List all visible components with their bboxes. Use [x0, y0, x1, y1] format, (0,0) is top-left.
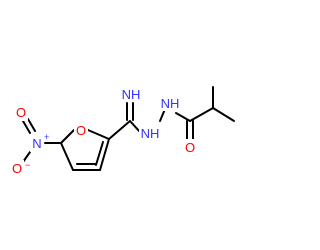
chemical-structure: NH NH NH O N + O O − O	[10, 86, 235, 176]
label-backdrop	[183, 139, 197, 155]
atom-furan-o: O	[76, 123, 86, 138]
bond-c4-c5	[60, 142, 74, 171]
bond-amidine-c-hydrazide-nh	[129, 120, 141, 133]
atom-nitro-n: N	[32, 136, 41, 151]
bond-c2-amidine-c	[108, 120, 131, 140]
bond-nh-carbonyl-c	[175, 112, 191, 122]
bond-nitro-n-o-double-b	[27, 118, 36, 132]
bond-c5-o1	[60, 129, 75, 144]
bond-nitro-n-o-single	[22, 151, 31, 163]
bond-o1-c2	[87, 129, 110, 140]
label-backdrop	[139, 125, 161, 141]
atom-nitro-o-double: O	[16, 105, 26, 120]
atom-hydrazide-nh-1: NH	[141, 126, 160, 141]
atom-carbonyl-o: O	[185, 140, 195, 155]
bond-layer	[22, 86, 235, 171]
bond-ch-methyl-right	[212, 107, 235, 122]
bond-carbonyl-ch	[189, 107, 214, 122]
label-backdrop	[74, 122, 88, 138]
atom-imine-nh: NH	[122, 87, 141, 102]
bond-c2-c3	[99, 138, 110, 171]
bond-nitro-n-o-double-a	[22, 120, 31, 134]
bond-c2-c3-double-offset	[95, 141, 104, 166]
nitro-n-charge: +	[44, 132, 49, 142]
label-backdrop	[121, 86, 143, 102]
label-backdrop	[159, 95, 181, 111]
label-backdrop	[30, 136, 44, 152]
atom-label-layer: NH NH NH O N + O O − O	[10, 86, 197, 176]
label-backdrop	[10, 160, 24, 176]
label-backdrop	[14, 105, 28, 121]
nitro-o-charge: −	[25, 160, 30, 170]
atom-nitro-o-single: O	[12, 161, 22, 176]
atom-hydrazide-nh-2: NH	[161, 96, 180, 111]
